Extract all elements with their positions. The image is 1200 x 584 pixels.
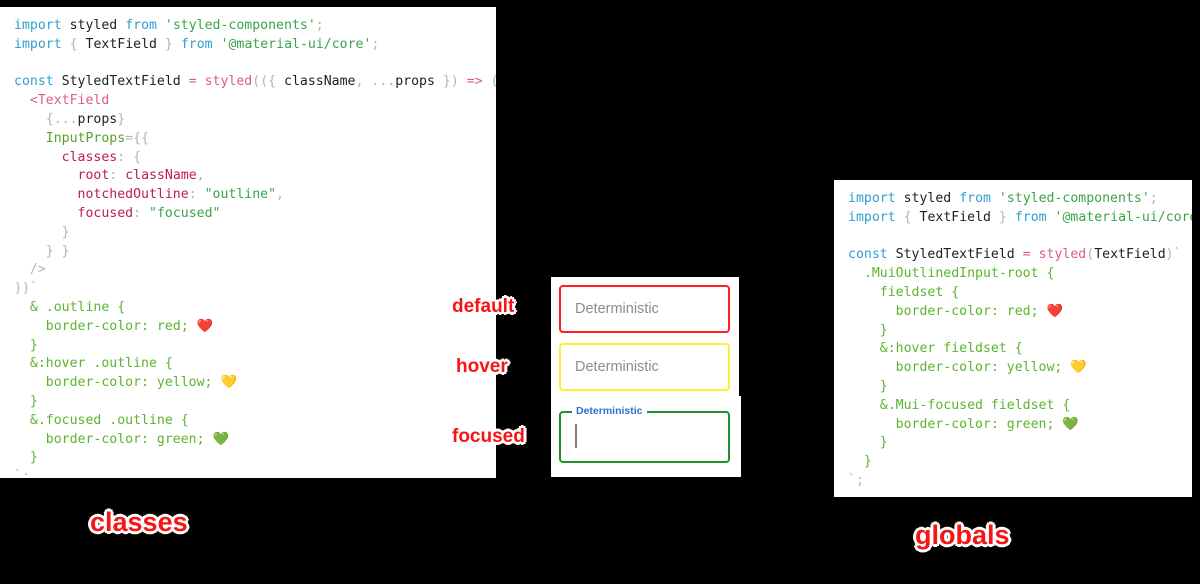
annotation-focused: focused (452, 426, 525, 447)
annotation-default: default (452, 296, 515, 317)
textfield-hover[interactable]: Deterministic (559, 343, 730, 391)
textfield-default-value: Deterministic (575, 301, 659, 317)
caption-classes: classes (90, 507, 188, 537)
textfield-default[interactable]: Deterministic (559, 285, 730, 333)
code-block-classes: import styled from 'styled-components'; … (14, 18, 496, 478)
code-panel-classes: import styled from 'styled-components'; … (0, 7, 496, 478)
annotation-hover: hover (456, 356, 508, 377)
code-panel-globals: import styled from 'styled-components'; … (834, 180, 1192, 497)
textfield-focused-label: Deterministic (572, 405, 647, 417)
textfield-focused[interactable]: Deterministic (559, 405, 730, 463)
caption-globals: globals (915, 520, 1010, 550)
text-caret (575, 424, 577, 448)
code-block-globals: import styled from 'styled-components'; … (848, 191, 1192, 488)
textfield-hover-value: Deterministic (575, 359, 659, 375)
